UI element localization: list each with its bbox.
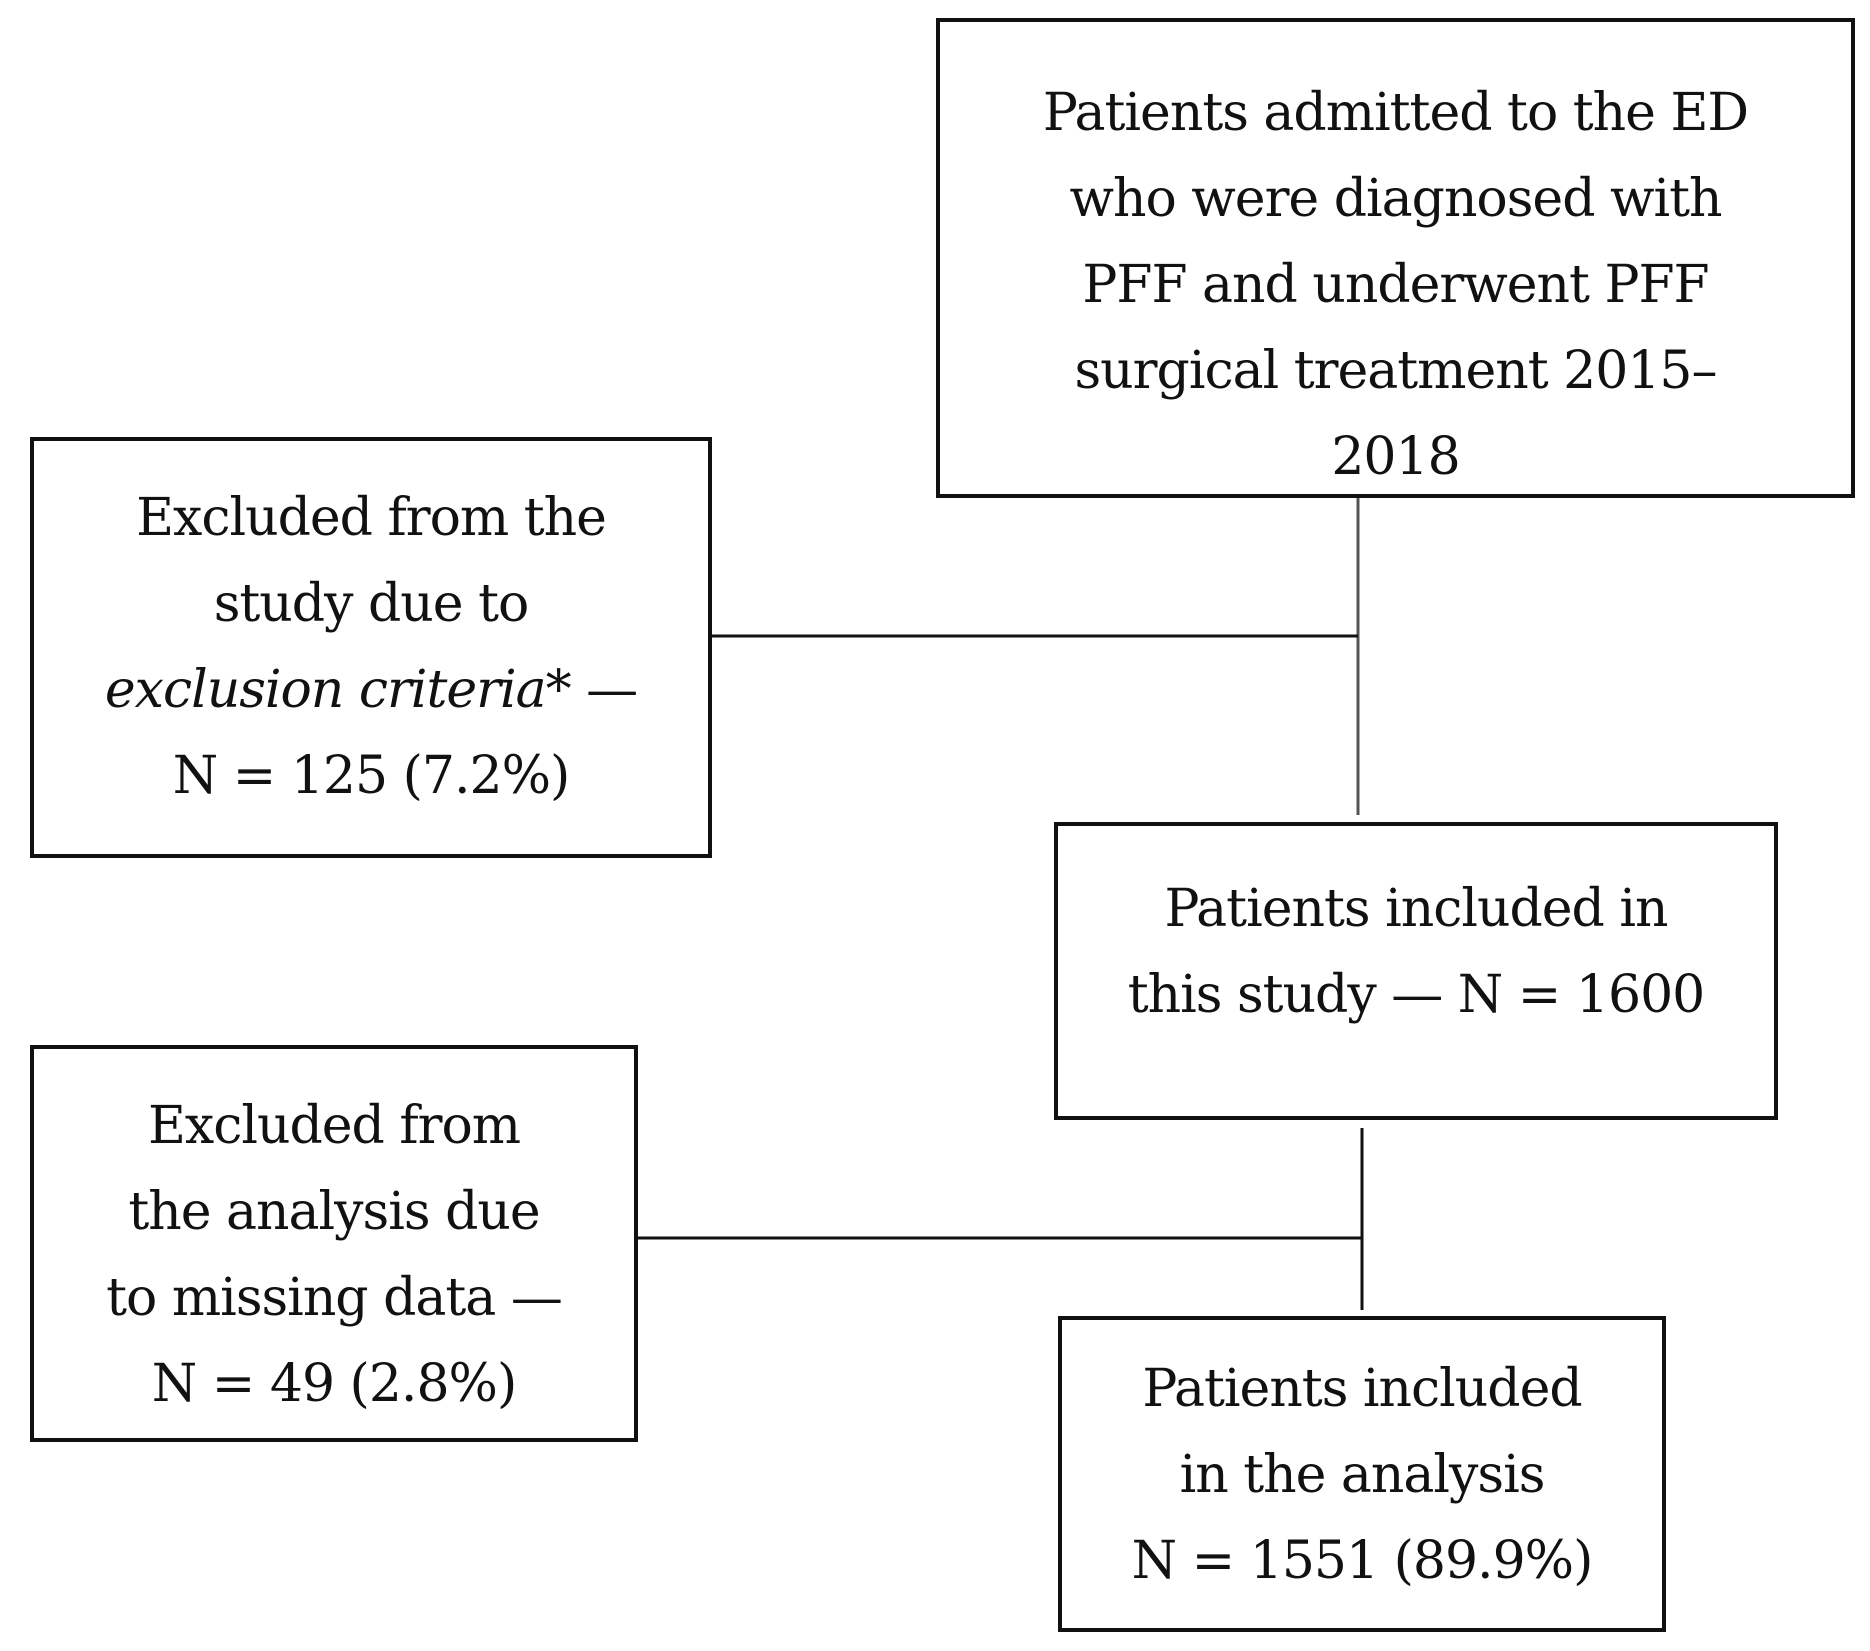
analysis-line-2: in the analysis: [1179, 1445, 1546, 1505]
admitted-line-1: Patients admitted to the ED: [1042, 83, 1749, 143]
exclusion-line-3: exclusion criteria* —: [34, 647, 708, 733]
analysis-count: N = 1551 (89.9%): [1131, 1531, 1594, 1591]
missing-line-2: the analysis due: [128, 1182, 540, 1242]
admitted-line-3: PFF and underwent PFF: [1082, 255, 1709, 315]
admitted-line-2: who were diagnosed with: [1069, 169, 1722, 229]
analysis-line-1: Patients included: [1142, 1359, 1582, 1419]
exclusion-criteria-suffix: * —: [545, 660, 639, 720]
admitted-line-5: 2018: [1331, 427, 1460, 487]
exclusion-count: N = 125 (7.2%): [172, 746, 571, 806]
exclusion-criteria-text: exclusion criteria: [104, 660, 547, 720]
exclusion-line-2: study due to: [213, 574, 530, 634]
analysis-patients-box: Patients included in the analysis N = 15…: [1058, 1316, 1666, 1632]
missing-line-3: to missing data —: [106, 1268, 563, 1328]
included-patients-box: Patients included in this study — N = 16…: [1054, 822, 1778, 1120]
missing-count: N = 49 (2.8%): [151, 1354, 518, 1414]
admitted-patients-box: Patients admitted to the ED who were dia…: [936, 18, 1855, 498]
missing-data-box: Excluded from the analysis due to missin…: [30, 1045, 638, 1442]
included-line-1: Patients included in: [1164, 879, 1669, 939]
included-line-2: this study — N = 1600: [1127, 965, 1706, 1025]
exclusion-line-1: Excluded from the: [136, 488, 607, 548]
missing-line-1: Excluded from: [147, 1096, 521, 1156]
exclusion-criteria-box: Excluded from the study due to exclusion…: [30, 437, 712, 858]
admitted-line-4: surgical treatment 2015–: [1074, 341, 1718, 401]
